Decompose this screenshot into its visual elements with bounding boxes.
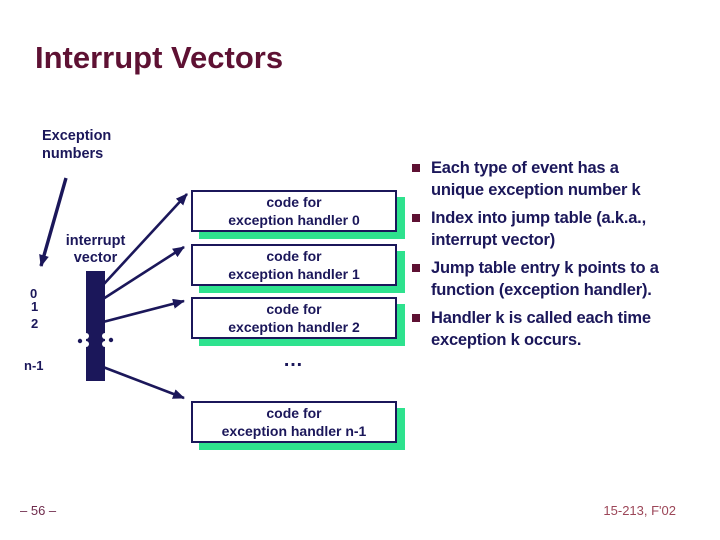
index-label-2: 2 <box>31 316 39 331</box>
handler-box-0-line2: exception handler 0 <box>228 212 360 228</box>
jump-table-break <box>77 333 114 347</box>
bullet-item-4: Handler k is called each time exception … <box>412 308 714 351</box>
bullet-square-icon <box>412 314 420 322</box>
bullet-item-2: Index into jump table (a.k.a., interrupt… <box>412 208 714 251</box>
handler-box-1: code for exception handler 1 <box>191 244 397 286</box>
bullet-text-3: Jump table entry k points to a function … <box>431 259 659 299</box>
handler-box-n-1-line2: exception handler n-1 <box>221 423 367 439</box>
interrupt-vector-label: interrupt vector <box>48 233 143 267</box>
handler-box-n-1-line1: code for <box>266 405 322 421</box>
handler-box-2-line1: code for <box>266 301 322 317</box>
bullet-list: Each type of event has a unique exceptio… <box>412 158 714 358</box>
handler-box-1-line2: exception handler 1 <box>228 266 360 282</box>
interrupt-vector-line2: vector <box>73 250 118 266</box>
handler-box-0-line1: code for <box>266 194 322 210</box>
exception-numbers-label: Exception numbers <box>42 127 111 163</box>
bullet-text-4: Handler k is called each time exception … <box>431 309 651 349</box>
index-label-n-1: n-1 <box>24 358 44 373</box>
bullet-square-icon <box>412 164 420 172</box>
handlers-ellipsis: … <box>283 349 305 371</box>
exception-numbers-line2: numbers <box>42 146 104 162</box>
interrupt-vector-line1: interrupt <box>65 233 126 249</box>
handler-box-1-line1: code for <box>266 248 322 264</box>
handler-box-2-line2: exception handler 2 <box>228 319 360 335</box>
handler-box-n-1: code for exception handler n-1 <box>191 401 397 443</box>
jump-table-bar <box>86 271 105 381</box>
handler-box-0: code for exception handler 0 <box>191 190 397 232</box>
bullet-square-icon <box>412 264 420 272</box>
handler-box-2: code for exception handler 2 <box>191 297 397 339</box>
bullet-text-1: Each type of event has a unique exceptio… <box>431 159 641 199</box>
page-title: Interrupt Vectors <box>35 40 284 75</box>
bullet-text-2: Index into jump table (a.k.a., interrupt… <box>431 209 646 249</box>
arrow-entryn1-to-handlern1 <box>102 365 185 400</box>
bullet-item-3: Jump table entry k points to a function … <box>412 258 714 301</box>
course-label: 15-213, F'02 <box>603 503 676 518</box>
index-label-0: 0 <box>30 286 38 301</box>
arrow-entry2-to-handler2 <box>102 298 185 324</box>
index-label-1: 1 <box>31 299 39 314</box>
bullet-square-icon <box>412 214 420 222</box>
bullet-item-1: Each type of event has a unique exceptio… <box>412 158 714 201</box>
exception-numbers-line1: Exception <box>42 128 112 144</box>
page-number: – 56 – <box>20 503 57 518</box>
